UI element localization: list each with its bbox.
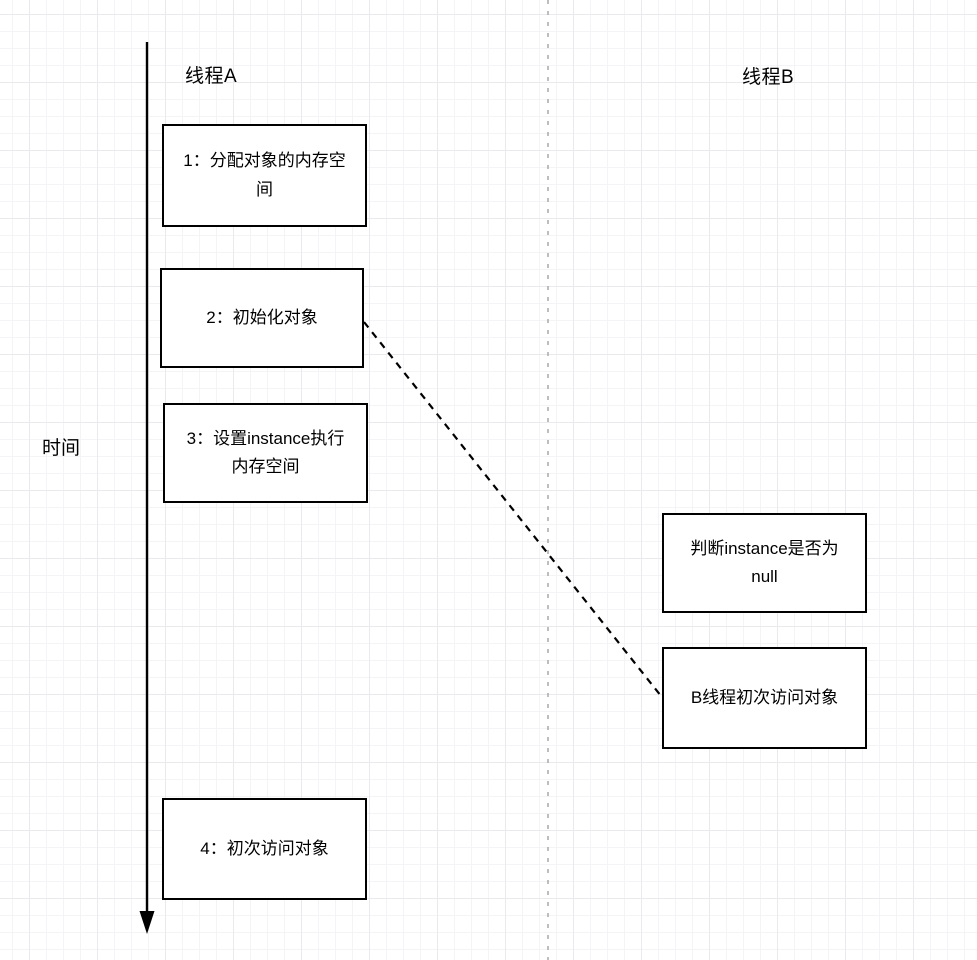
step-box-first-access: 4：初次访问对象 xyxy=(162,798,367,900)
step-label: 4：初次访问对象 xyxy=(200,838,329,858)
step-box-allocate-memory: 1：分配对象的内存空 间 xyxy=(162,124,367,227)
time-axis-arrowhead-icon xyxy=(139,911,155,934)
step-box-check-instance-null: 判断instance是否为 null xyxy=(662,513,867,613)
thread-a-lane-label: 线程A xyxy=(185,66,238,87)
step-box-thread-b-first-access: B线程初次访问对象 xyxy=(662,647,867,749)
thread-b-lane-label: 线程B xyxy=(742,67,795,88)
step-label: 2：初始化对象 xyxy=(206,307,318,327)
thread-a-to-b-dashed-connector xyxy=(363,321,662,697)
step-box-set-instance-pointer: 3：设置instance执行 内存空间 xyxy=(163,403,368,503)
step-label: 1：分配对象的内存空 间 xyxy=(183,151,346,199)
step-box-init-object: 2：初始化对象 xyxy=(160,268,364,368)
step-label: 3：设置instance执行 内存空间 xyxy=(186,428,345,476)
step-label: 判断instance是否为 null xyxy=(690,538,839,586)
step-label: B线程初次访问对象 xyxy=(690,687,839,707)
time-axis-label: 时间 xyxy=(42,438,81,459)
